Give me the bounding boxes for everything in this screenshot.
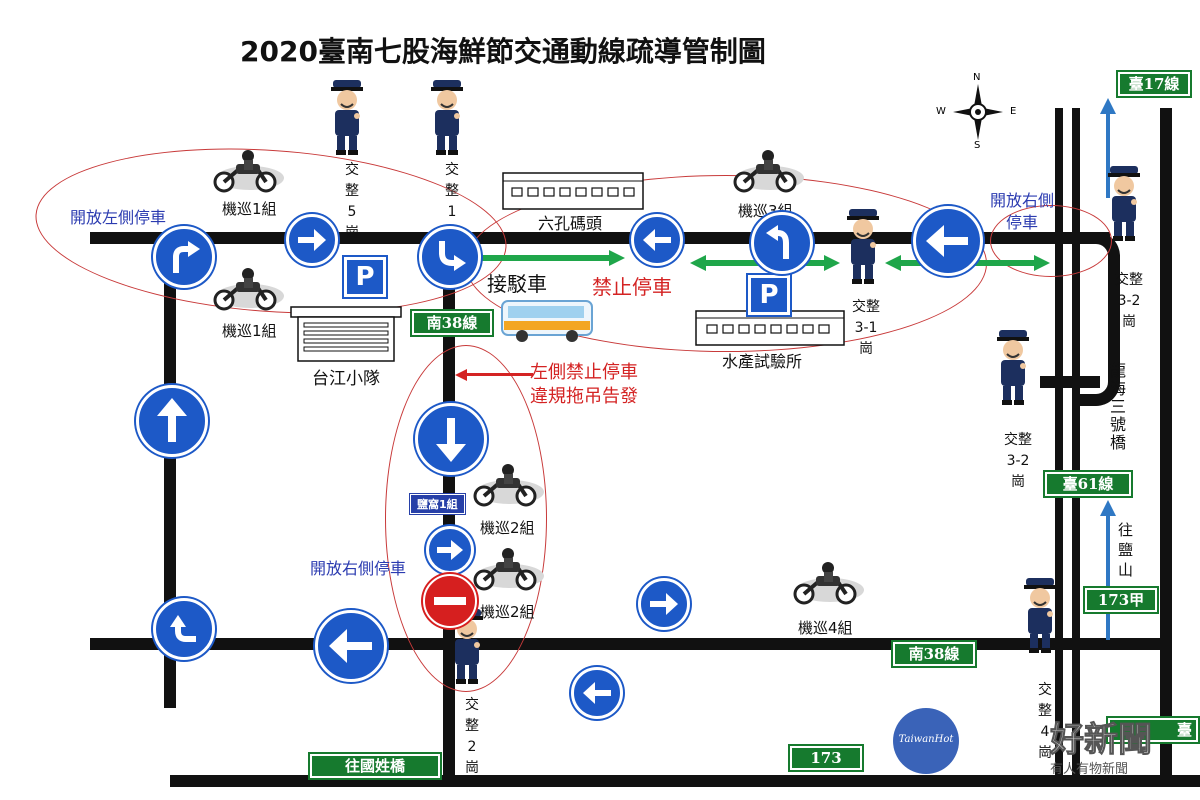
road-right-vertical-2 xyxy=(1072,108,1080,778)
route-label-nan38-top: 南38線 xyxy=(410,309,494,337)
police-officer-icon xyxy=(1104,164,1144,246)
police-officer-icon xyxy=(427,78,467,160)
post-label-3-1: 交整3-1崗 xyxy=(852,299,880,357)
patrol-small-sign: 鹽窩1組 xyxy=(409,493,466,515)
taijiang-label: 台江小隊 xyxy=(312,369,380,389)
patrol-label-2a: 機巡2組 xyxy=(480,519,535,537)
road-right-vertical-3 xyxy=(1160,108,1172,778)
right-arrow-sign xyxy=(638,578,690,630)
road-base-horizontal xyxy=(170,775,1200,787)
patrol-label-1b: 機巡1組 xyxy=(222,322,277,340)
place-longhai-bridge: 龍海三號橋 xyxy=(1110,361,1127,452)
parking-icon-center: P xyxy=(746,273,792,317)
patrol-label-1a: 機巡1組 xyxy=(222,200,277,218)
motorcycle-icon xyxy=(730,148,804,198)
liukong-pier-building xyxy=(502,172,644,210)
up-arrow-sign xyxy=(136,385,208,457)
left-arrow-sign xyxy=(571,667,623,719)
red-arrow-left xyxy=(455,369,533,381)
place-toward-yanshan: 往鹽山 xyxy=(1118,521,1134,579)
note-shuttle: 接駁車 xyxy=(487,272,547,296)
note-left-no-parking: 左側禁止停車 xyxy=(530,362,638,383)
route-label-nan38-bottom: 南38線 xyxy=(891,640,977,668)
road-left-vertical xyxy=(164,238,176,708)
big-left-arrow-sign xyxy=(315,610,387,682)
motorcycle-icon xyxy=(210,266,284,316)
compass-w: W xyxy=(936,106,946,117)
watermark-brand: TaiwanHot xyxy=(898,734,954,745)
taijiang-building xyxy=(290,306,402,362)
compass-s: S xyxy=(974,140,981,151)
road-right-vertical-1 xyxy=(1055,108,1063,778)
route-label-right-edge: 臺 xyxy=(1106,716,1200,744)
shuichan-label: 水產試驗所 xyxy=(722,352,803,371)
patrol-label-2b: 機巡2組 xyxy=(480,603,535,621)
post-label-3-2b: 交整3-2崗 xyxy=(1004,432,1032,490)
compass-e: E xyxy=(1010,106,1017,117)
left-arrow-sign xyxy=(631,214,683,266)
compass-n: N xyxy=(973,72,981,83)
motorcycle-icon xyxy=(210,148,284,198)
post-label-3-2a: 交整3-2崗 xyxy=(1115,272,1143,330)
note-no-parking: 禁止停車 xyxy=(592,275,672,299)
right-arrow-sign xyxy=(426,526,474,574)
down-arrow-sign xyxy=(415,403,487,475)
motorcycle-icon xyxy=(790,560,864,610)
route-label-tai61: 臺61線 xyxy=(1043,470,1133,498)
right-arrow-sign xyxy=(286,214,338,266)
compass-rose: N S E W xyxy=(930,72,1026,152)
liukong-pier-label: 六孔碼頭 xyxy=(538,214,603,233)
turn-left-up-sign xyxy=(153,598,215,660)
turn-right-sign xyxy=(153,226,215,288)
zone-ellipse-vertical xyxy=(385,345,547,692)
shuttle-bus-icon xyxy=(500,297,596,343)
post-label-5: 交整5崗 xyxy=(345,162,359,241)
no-entry-sign xyxy=(423,574,477,628)
police-officer-icon xyxy=(843,207,883,289)
parking-icon-left: P xyxy=(342,255,388,299)
road-bottom-horizontal xyxy=(90,638,1160,650)
route-label-173: 173 xyxy=(788,744,864,772)
motorcycle-icon xyxy=(470,462,544,512)
note-open-left-parking: 開放左側停車 xyxy=(70,208,167,227)
flow-arrow-north-top xyxy=(1100,98,1116,198)
route-label-tai17: 臺17線 xyxy=(1116,70,1192,98)
post-label-2: 交整2崗 xyxy=(465,697,479,776)
shuichan-building xyxy=(695,310,845,346)
big-left-arrow-sign xyxy=(913,206,983,276)
flow-arrow-north-bottom xyxy=(1100,500,1116,640)
zone-ellipse-right xyxy=(990,205,1112,277)
watermark-name: 好新聞 xyxy=(1050,720,1153,761)
police-officer-icon xyxy=(327,78,367,160)
police-officer-icon xyxy=(993,328,1033,410)
motorcycle-icon xyxy=(470,546,544,596)
u-turn-sign xyxy=(751,212,813,274)
turn-right-down-sign xyxy=(419,226,481,288)
police-officer-icon xyxy=(1020,576,1060,658)
post-label-4: 交整4崗 xyxy=(1038,682,1052,761)
watermark-subtitle: 有人有物新聞 xyxy=(1050,762,1129,777)
route-label-173a: 173甲 xyxy=(1083,586,1159,614)
note-tow-fine: 違規拖吊告發 xyxy=(530,386,638,407)
watermark-logo: TaiwanHot xyxy=(893,708,959,774)
patrol-label-4: 機巡4組 xyxy=(798,619,853,637)
green-double-arrow-1 xyxy=(465,250,625,266)
map-title: 2020臺南七股海鮮節交通動線疏導管制圖 xyxy=(240,35,766,68)
note-open-right-parking-top: 開放右側停車 xyxy=(989,191,1054,232)
note-open-right-parking-mid: 開放右側停車 xyxy=(310,559,407,578)
compass-icon xyxy=(953,84,1003,140)
route-label-guoxing: 往國姓橋 xyxy=(308,752,442,780)
